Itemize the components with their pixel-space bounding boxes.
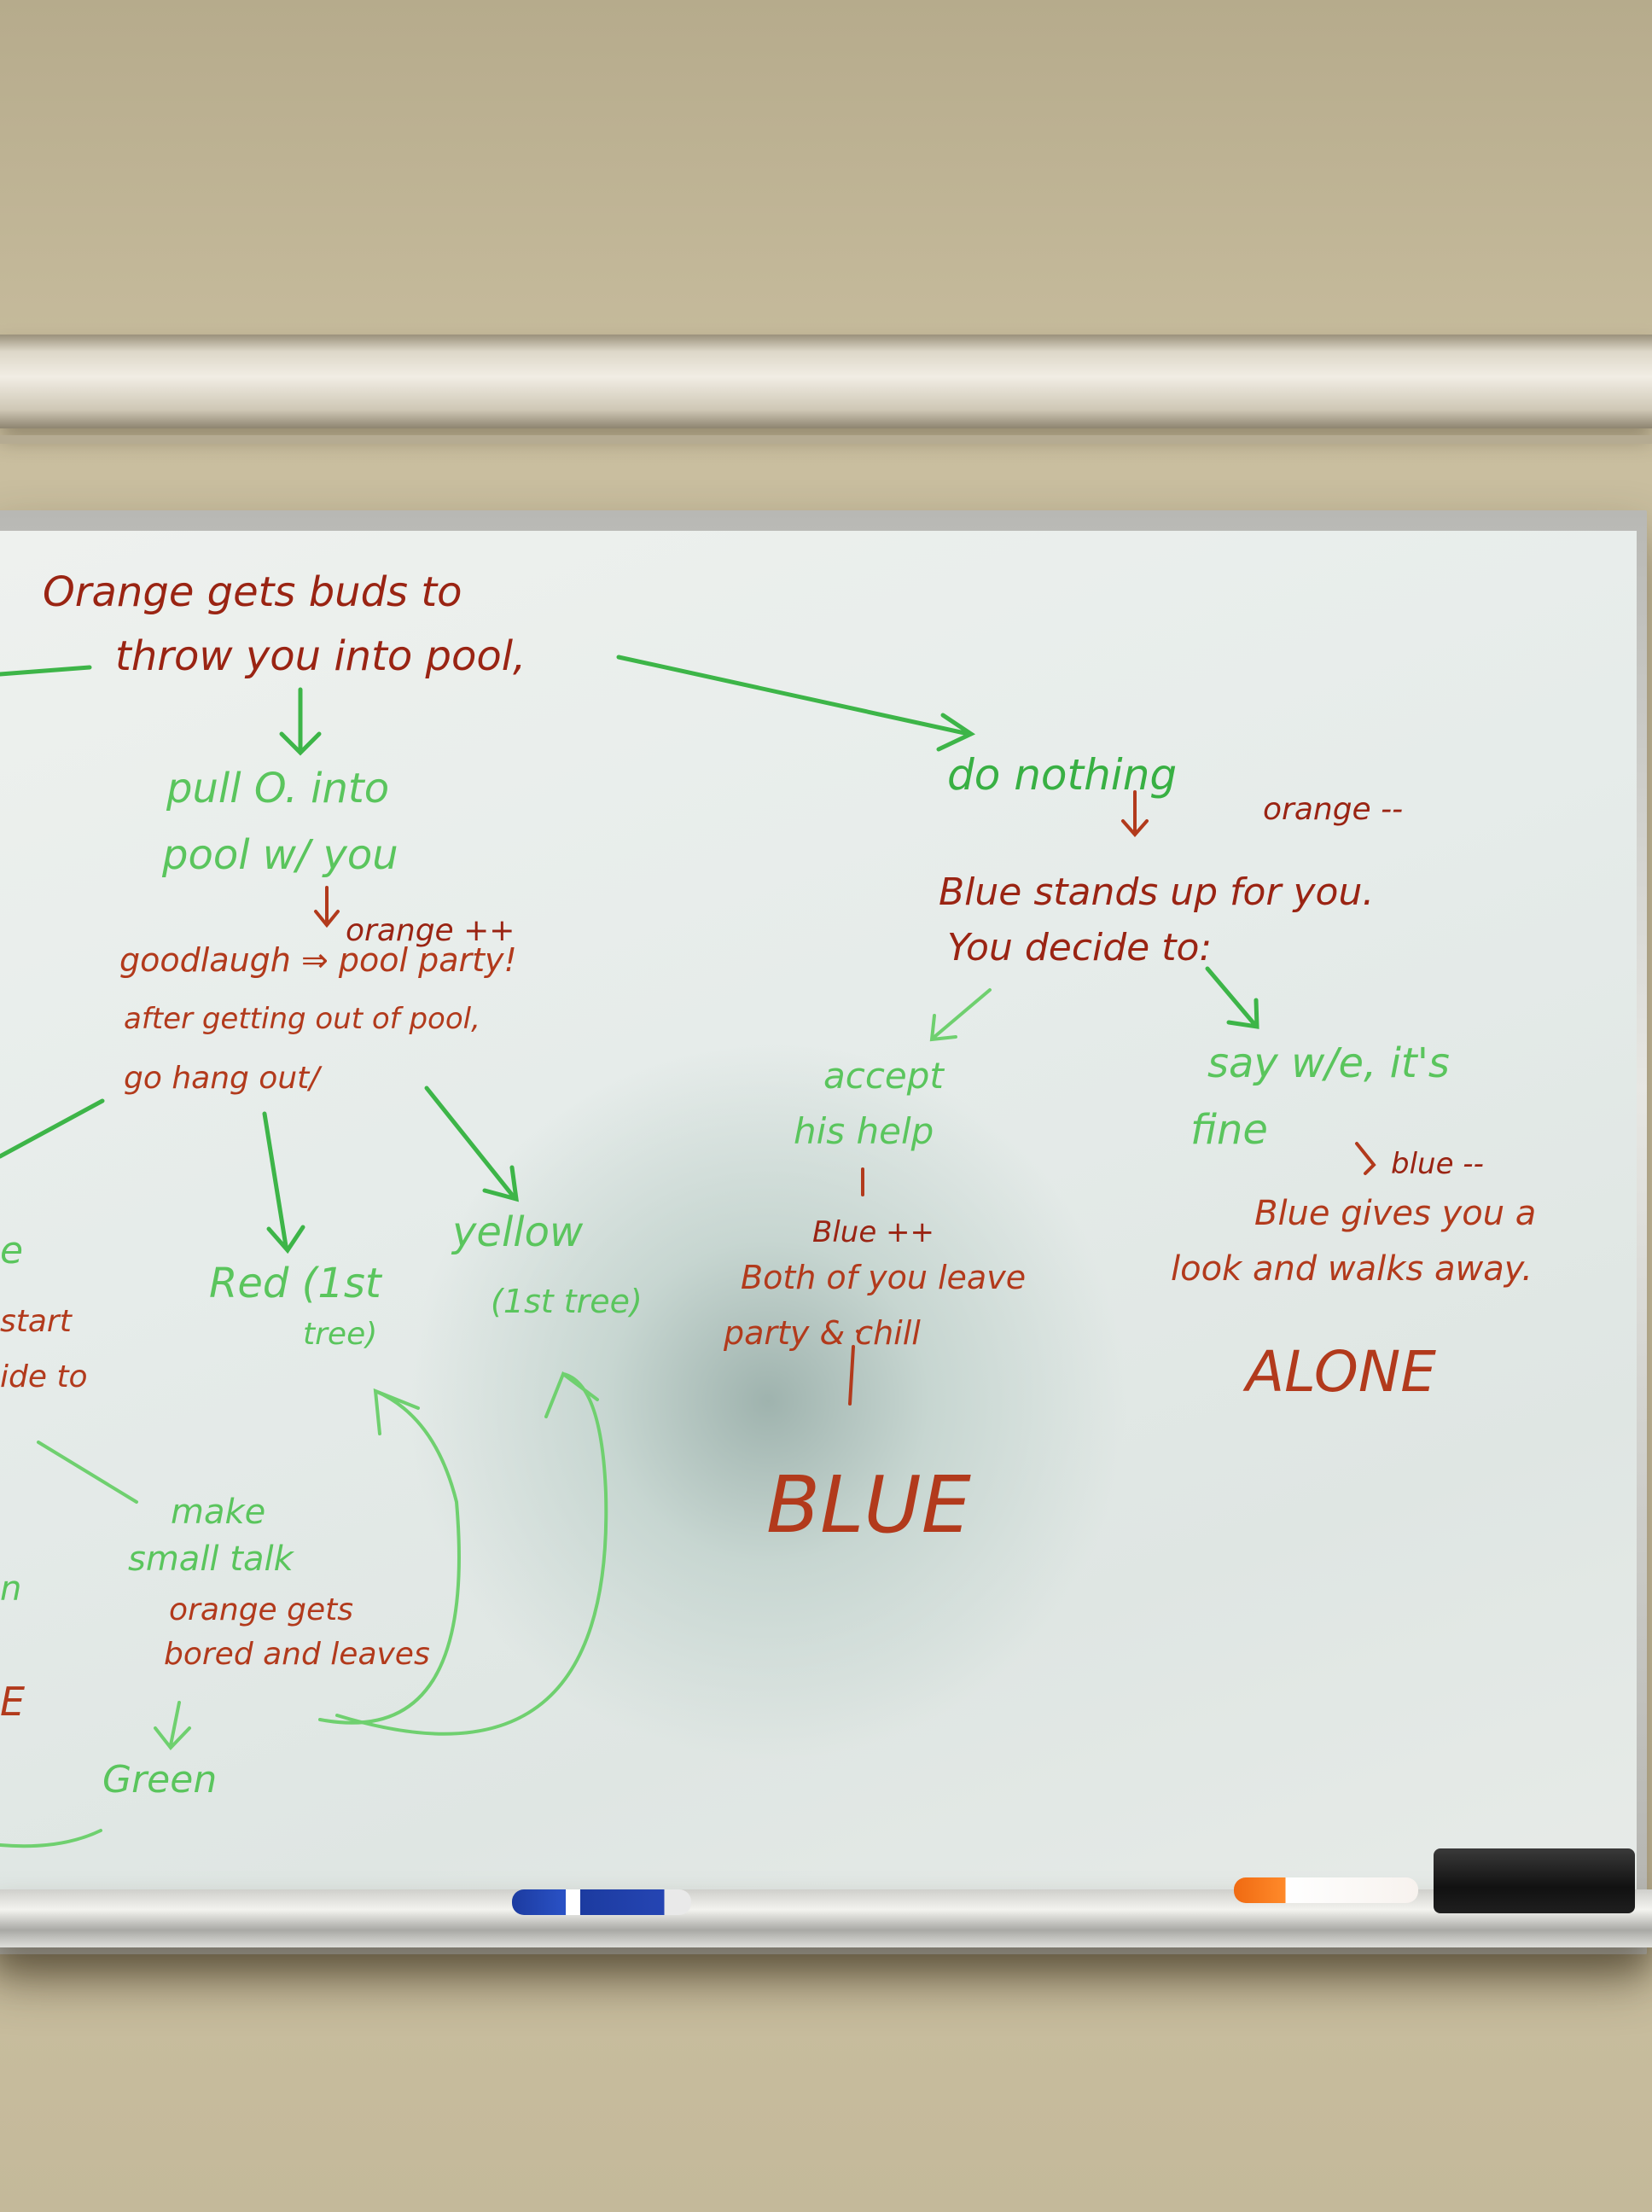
small-talk-result-line2: bored and leaves <box>164 1637 430 1672</box>
edge-fragment-1: e <box>0 1229 23 1272</box>
decline-line1: say w/e, it's <box>1207 1039 1450 1087</box>
left-outcome-line1: goodlaugh ⇒ pool party! <box>119 941 517 979</box>
final-blue: BLUE <box>766 1459 971 1551</box>
yellow-node-line1: yellow <box>451 1208 584 1256</box>
left-result-tag: orange ++ <box>346 913 515 948</box>
arrow-down-blue-stands <box>1121 790 1149 838</box>
accept-line1: accept <box>823 1055 945 1097</box>
wall-molding-shadow <box>0 435 1652 444</box>
wall-molding-rail <box>0 335 1652 428</box>
decline-tag: blue -- <box>1391 1147 1484 1181</box>
accept-tag: Blue ++ <box>812 1215 934 1249</box>
arrow-to-accept <box>929 988 992 1042</box>
incoming-arrow-left-2 <box>0 1098 105 1159</box>
right-outcome-line1: Blue stands up for you. <box>939 870 1374 914</box>
left-outcome-line2: after getting out of pool, <box>124 1002 480 1036</box>
tick-accept-2 <box>848 1345 855 1406</box>
arrow-blue-minus <box>1355 1142 1376 1175</box>
arrow-to-make-small-talk <box>37 1441 138 1504</box>
small-talk-line2: small talk <box>128 1540 295 1579</box>
right-outcome-line2: You decide to: <box>947 926 1212 969</box>
arrow-to-green <box>154 1701 191 1751</box>
right-result-tag: orange -- <box>1263 792 1403 827</box>
left-outcome-line3: go hang out/ <box>124 1061 323 1096</box>
decline-result-line2: look and walks away. <box>1171 1249 1533 1289</box>
orange-marker <box>1234 1877 1418 1903</box>
accept-result-line2: party & chill <box>723 1314 921 1352</box>
yellow-node-line2: (1st tree) <box>491 1283 643 1320</box>
whiteboard-eraser <box>1434 1848 1635 1913</box>
edge-fragment-2: start <box>0 1304 73 1339</box>
edge-fragment-4: n <box>0 1569 21 1609</box>
decline-line2: fine <box>1190 1106 1268 1154</box>
accept-result-line1: Both of you leave <box>741 1259 1026 1296</box>
left-option-line1: pull O. into <box>166 765 389 812</box>
arrow-to-yellow <box>424 1086 519 1202</box>
arrow-to-say-fine <box>1205 966 1259 1029</box>
line-bottom-left <box>0 1829 102 1848</box>
arrow-down-pull <box>279 687 322 756</box>
whiteboard-surface <box>0 531 1637 1896</box>
final-alone: ALONE <box>1242 1339 1436 1405</box>
small-talk-result-line1: orange gets <box>169 1592 353 1627</box>
curve-arrow-to-yellow <box>335 1371 608 1736</box>
dot-accept <box>856 1330 861 1335</box>
top-node-line2: throw you into pool, <box>115 632 526 680</box>
incoming-arrow-left <box>0 665 92 677</box>
red-node-line2: tree) <box>303 1317 377 1352</box>
blue-marker <box>512 1889 691 1915</box>
left-option-line2: pool w/ you <box>161 831 398 879</box>
arrow-down-orange-plus <box>314 886 340 928</box>
top-node-line1: Orange gets buds to <box>43 568 462 616</box>
accept-line2: his help <box>794 1110 934 1152</box>
small-talk-line1: make <box>171 1493 265 1532</box>
final-green: Green <box>102 1758 217 1802</box>
curve-arrow-to-red <box>318 1388 461 1725</box>
edge-fragment-5: E <box>0 1679 25 1725</box>
edge-fragment-3: ide to <box>0 1359 88 1394</box>
right-option: do nothing <box>947 750 1177 800</box>
arrow-to-red <box>262 1111 305 1254</box>
arrow-to-do-nothing <box>616 655 976 752</box>
decline-result-line1: Blue gives you a <box>1254 1194 1536 1233</box>
connector-lines <box>0 655 1376 1848</box>
red-node-line1: Red (1st <box>209 1260 383 1307</box>
